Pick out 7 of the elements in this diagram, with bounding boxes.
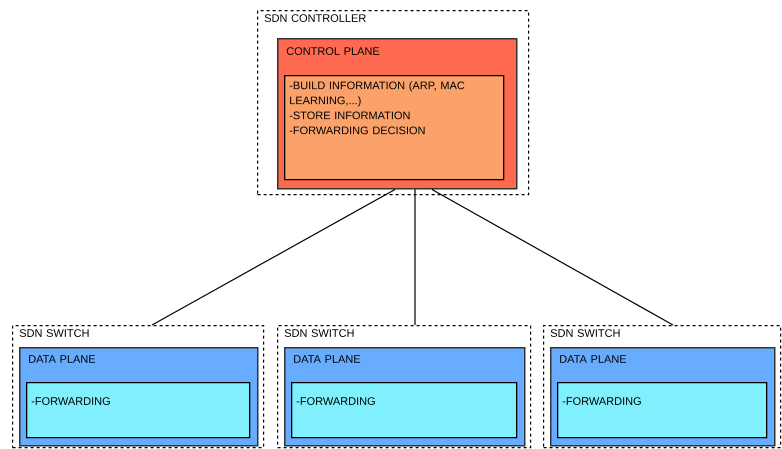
function-box: -FORWARDING: [26, 382, 250, 438]
function-box: -FORWARDING: [557, 382, 768, 438]
connector-line: [432, 188, 674, 326]
function-box: -FORWARDING: [291, 382, 518, 438]
connector-line: [414, 190, 416, 325]
function-list-box: -BUILD INFORMATION (ARP, MAC LEARNING,...) -STORE INFORMATION -FORWARDING DECISION: [284, 75, 504, 180]
connector-line: [152, 188, 396, 326]
